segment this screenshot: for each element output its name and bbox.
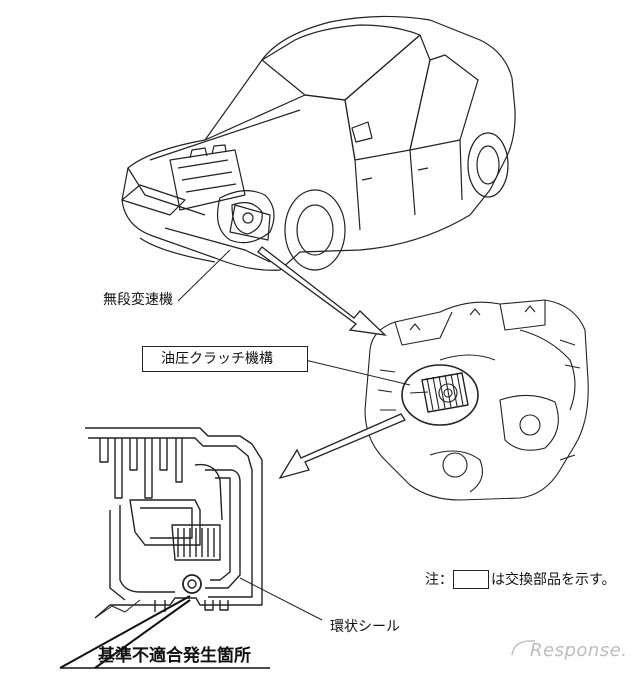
legend-note-prefix: 注： [425, 572, 453, 588]
car-illustration [121, 15, 516, 271]
watermark-text: Response. [530, 640, 628, 661]
clutch-cross-section [85, 427, 263, 619]
hydraulic-clutch-label: 油圧クラッチ機構 [161, 351, 273, 367]
legend-note-text: は交換部品を示す。 [491, 572, 616, 588]
hydraulic-clutch-label-box: 油圧クラッチ機構 [142, 346, 308, 372]
ring-seal-label: 環状シール [330, 619, 400, 635]
legend-swatch [453, 570, 489, 589]
cvt-unit-illustration [364, 299, 589, 501]
leader-lines [177, 249, 411, 621]
flow-arrows [257, 246, 406, 480]
watermark-logo-mark [511, 640, 535, 656]
defect-pointer [59, 595, 270, 669]
cvt-label: 無段変速機 [103, 292, 173, 308]
defect-location-label: 基準不適合発生箇所 [98, 646, 251, 666]
